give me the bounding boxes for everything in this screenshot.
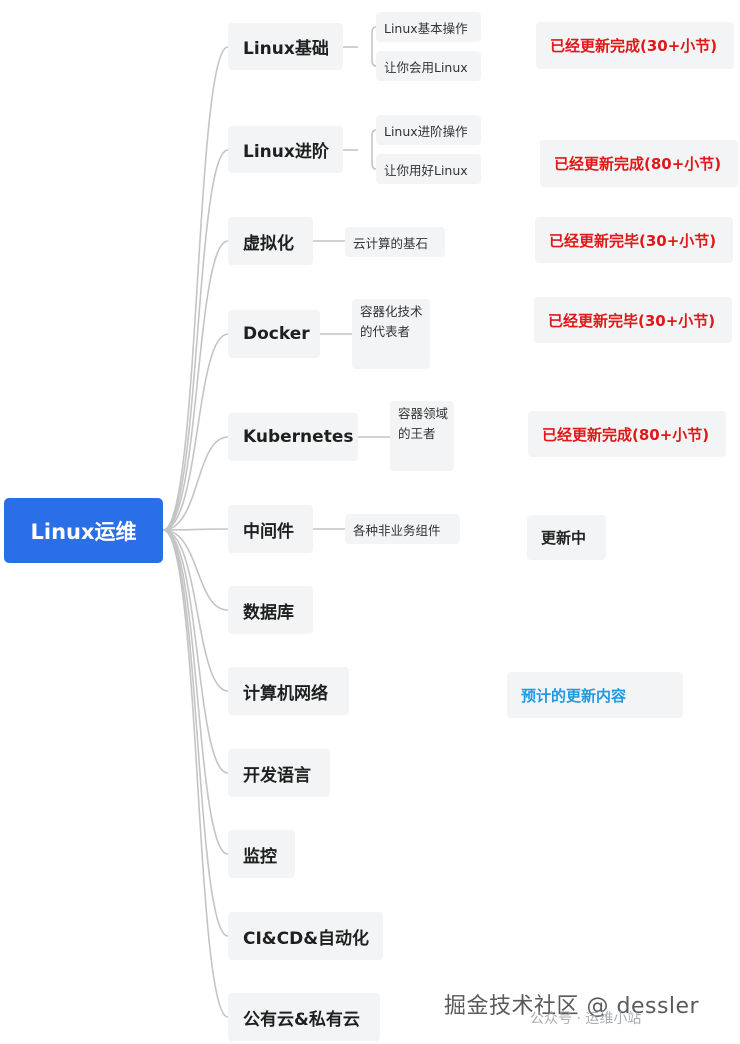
topic-monitoring[interactable]: 监控 — [228, 830, 295, 878]
root-connector-4 — [162, 436, 229, 531]
sub-cloud-cornerstone[interactable]: 云计算的基石 — [345, 227, 445, 257]
root-connector-8 — [162, 529, 229, 774]
note-linux-basics-status: 已经更新完成(30+小节) — [536, 22, 734, 69]
topic-database[interactable]: 数据库 — [228, 586, 313, 634]
topic-cicd-automation[interactable]: CI&CD&自动化 — [228, 912, 383, 960]
topic-linux-basics[interactable]: Linux基础 — [228, 23, 343, 70]
root-connector-6 — [162, 529, 229, 611]
note-virtualization-status: 已经更新完毕(30+小节) — [535, 217, 733, 263]
root-connector-1 — [162, 149, 229, 531]
sub-linux-basic-ops[interactable]: Linux基本操作 — [376, 12, 481, 42]
topic-linux-advanced[interactable]: Linux进阶 — [228, 126, 343, 173]
sub-non-business-components[interactable]: 各种非业务组件 — [345, 514, 460, 544]
topic-virtualization[interactable]: 虚拟化 — [228, 217, 313, 265]
basics-bracket — [371, 26, 377, 67]
note-docker-status: 已经更新完毕(30+小节) — [534, 297, 732, 343]
topic-kubernetes[interactable]: Kubernetes — [228, 413, 358, 461]
watermark-overlay: 公众号 · 运维小站 — [530, 1011, 642, 1027]
root-connector-10 — [162, 529, 229, 937]
note-planned-content: 预计的更新内容 — [507, 672, 683, 718]
note-linux-advanced-status: 已经更新完成(80+小节) — [540, 140, 738, 187]
root-connector-9 — [162, 529, 229, 855]
sub-linux-advanced-ops[interactable]: Linux进阶操作 — [376, 115, 481, 145]
sub-linux-use-well[interactable]: 让你用好Linux — [376, 154, 481, 184]
root-connector-3 — [162, 333, 229, 531]
advanced-bracket — [371, 129, 377, 170]
topic-middleware[interactable]: 中间件 — [228, 505, 313, 553]
topic-public-private-cloud[interactable]: 公有云&私有云 — [228, 993, 380, 1041]
topic-docker[interactable]: Docker — [228, 310, 320, 358]
sub-container-king[interactable]: 容器领域的王者 — [390, 401, 454, 471]
note-kubernetes-status: 已经更新完成(80+小节) — [528, 411, 726, 457]
root-node[interactable]: Linux运维 — [4, 498, 163, 563]
root-connector-5 — [162, 528, 229, 531]
root-connector-0 — [162, 46, 229, 531]
root-connector-7 — [162, 529, 229, 692]
note-middleware-status: 更新中 — [527, 515, 606, 560]
root-connector-2 — [162, 240, 229, 531]
sub-linux-use[interactable]: 让你会用Linux — [376, 51, 481, 81]
topic-programming-language[interactable]: 开发语言 — [228, 749, 330, 797]
topic-computer-network[interactable]: 计算机网络 — [228, 667, 349, 715]
root-connector-11 — [162, 529, 229, 1018]
sub-containerization-rep[interactable]: 容器化技术的代表者 — [352, 299, 430, 369]
watermark: 掘金技术社区 @ dessler — [444, 994, 700, 1019]
